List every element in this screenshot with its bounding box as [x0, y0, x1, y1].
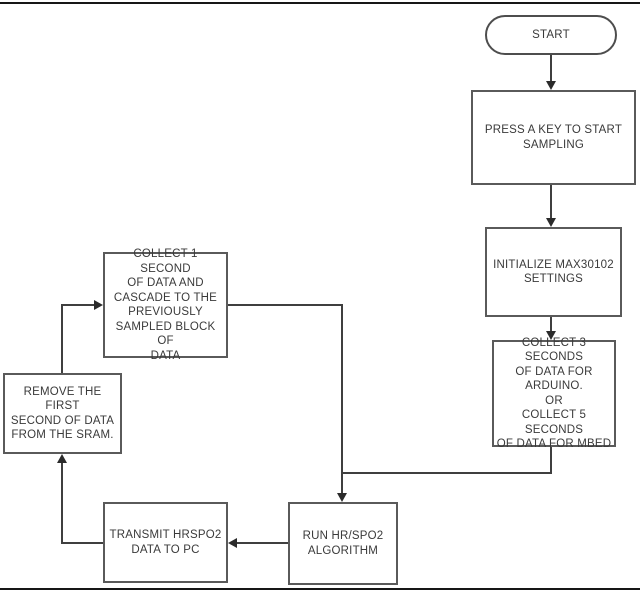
node-transmit-data: TRANSMIT HRSPO2 DATA TO PC: [103, 502, 228, 583]
connector-remove-horizontal-segment: [61, 304, 95, 306]
connector-transmit-horizontal-segment: [61, 542, 103, 544]
node-collect-3-seconds: COLLECT 3 SECONDS OF DATA FOR ARDUINO. O…: [492, 337, 616, 450]
connector-initialize-to-collect-3-seconds: [550, 317, 552, 331]
connector-vertical-into-run-algorithm: [341, 304, 343, 493]
arrowhead-into-collect-3-seconds-icon: [546, 331, 556, 340]
node-initialize-max30102-label: INITIALIZE MAX30102 SETTINGS: [493, 258, 614, 286]
node-collect-1-second-label: COLLECT 1 SECOND OF DATA AND CASCADE TO …: [113, 248, 218, 362]
arrowhead-into-initialize-icon: [546, 218, 556, 227]
node-collect-3-seconds-label: COLLECT 3 SECONDS OF DATA FOR ARDUINO. O…: [496, 336, 612, 451]
connector-press-key-to-initialize: [550, 185, 552, 218]
node-start: START: [485, 15, 617, 55]
arrowhead-into-transmit-icon: [228, 538, 237, 548]
frame-line-top: [0, 2, 640, 4]
arrowhead-into-press-key-icon: [546, 81, 556, 90]
node-initialize-max30102: INITIALIZE MAX30102 SETTINGS: [485, 227, 622, 317]
node-press-key: PRESS A KEY TO START SAMPLING: [471, 90, 636, 185]
arrowhead-into-run-algorithm-icon: [337, 493, 347, 502]
connector-collect-3-seconds-horizontal-segment: [341, 472, 552, 474]
node-run-algorithm: RUN HR/SPO2 ALGORITHM: [288, 502, 398, 585]
connector-collect-1-second-horizontal-segment: [228, 304, 343, 306]
node-remove-first-second-label: REMOVE THE FIRST SECOND OF DATA FROM THE…: [10, 385, 115, 442]
connector-remove-vertical-segment: [61, 304, 63, 373]
node-start-label: START: [532, 28, 570, 41]
arrowhead-into-collect-1-second-icon: [94, 300, 103, 310]
node-transmit-data-label: TRANSMIT HRSPO2 DATA TO PC: [109, 529, 222, 556]
node-collect-1-second: COLLECT 1 SECOND OF DATA AND CASCADE TO …: [103, 248, 228, 362]
node-press-key-label: PRESS A KEY TO START SAMPLING: [484, 124, 623, 151]
connector-run-algorithm-to-transmit: [237, 542, 288, 544]
node-remove-first-second: REMOVE THE FIRST SECOND OF DATA FROM THE…: [3, 373, 122, 454]
connector-start-to-press-key: [550, 55, 552, 82]
node-run-algorithm-label: RUN HR/SPO2 ALGORITHM: [302, 530, 384, 557]
frame-line-bottom: [0, 588, 640, 590]
connector-transmit-vertical-segment: [61, 461, 63, 544]
arrowhead-into-remove-first-second-icon: [57, 454, 67, 463]
connector-collect-3-seconds-down-segment: [550, 447, 552, 474]
